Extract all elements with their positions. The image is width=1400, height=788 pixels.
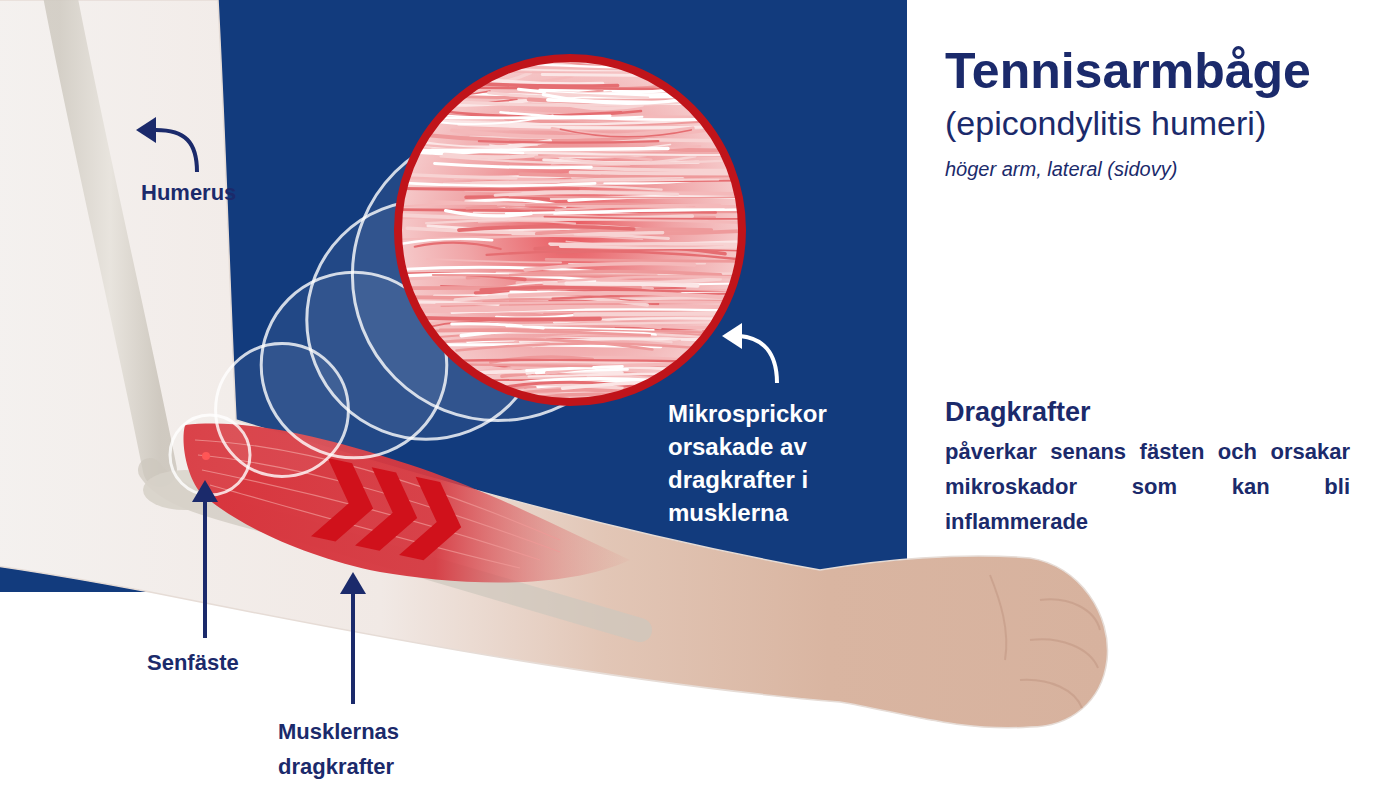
tendon-fiber — [550, 239, 790, 245]
tendon-fiber — [392, 149, 668, 152]
tendon-fiber — [468, 365, 592, 366]
tendon-fiber — [542, 75, 866, 76]
tendon-fiber — [536, 156, 652, 160]
tendon-fiber — [575, 313, 849, 315]
tendon-fiber — [559, 276, 838, 284]
tendon-fiber — [427, 259, 561, 263]
tendon-fiber — [395, 174, 516, 178]
tendon-fiber — [402, 189, 578, 190]
tendon-fiber — [506, 326, 654, 330]
tendon-fiber — [455, 360, 769, 364]
microcrack-arrow — [722, 323, 777, 383]
tendon-fiber — [566, 283, 697, 285]
tendon-fiber — [381, 235, 573, 240]
tendon-fiber — [560, 129, 691, 137]
tendon-fiber — [546, 259, 857, 262]
fist-fingers — [990, 575, 1100, 708]
arrow-head — [192, 480, 218, 502]
tendon-fiber — [484, 47, 586, 55]
muscle-arrow — [340, 572, 366, 704]
tendon-fiber — [479, 141, 658, 143]
tendon-fiber — [557, 250, 861, 259]
tendon-fiber — [523, 321, 850, 325]
arrow-head — [136, 117, 156, 143]
part-label: Humerus — [141, 180, 236, 206]
arrow-head — [722, 323, 742, 349]
tendon-fiber — [402, 203, 524, 206]
tendon-fiber — [388, 182, 595, 186]
tendon-fiber — [487, 251, 737, 259]
arrow-shaft — [203, 500, 207, 638]
humerus-bone — [60, 0, 160, 470]
zoom-circle — [398, 58, 742, 402]
tendon-fiber — [527, 366, 623, 370]
diagram-title: Tennisarmbåge — [945, 42, 1311, 100]
tendon-fiber — [446, 211, 532, 216]
part-label: Musklernas dragkrafter — [278, 714, 448, 784]
note-body: påverkar senans fästen och orsakar mikro… — [945, 434, 1350, 539]
tendon-fiber — [407, 55, 539, 63]
arm-skin — [0, 0, 1108, 728]
note-heading: Dragkrafter — [945, 396, 1091, 428]
zoom-background — [398, 58, 742, 402]
tendon-fiber — [397, 116, 610, 118]
tendon-fiber — [525, 263, 694, 269]
tendon-fiber — [498, 49, 731, 57]
arrow-shaft — [156, 130, 197, 172]
tendon-fiber — [570, 172, 741, 174]
tendon-fiber — [393, 54, 495, 60]
tendon-arrow — [192, 480, 218, 638]
pull-chevrons — [311, 458, 469, 566]
tendon-fiber — [475, 51, 683, 52]
arrow-head — [340, 572, 366, 594]
tendon-fiber — [510, 293, 747, 299]
tendon-fibers — [381, 47, 898, 409]
tendon-fiber — [520, 173, 848, 177]
tendon-fiber — [469, 83, 618, 86]
tendon-fiber — [436, 302, 760, 305]
callout-label: Mikrosprickor orsakade av dragkrafter i … — [668, 397, 898, 529]
tendon-fiber — [551, 244, 781, 245]
arrow-shaft — [740, 336, 777, 383]
tendon-fiber — [495, 193, 678, 196]
tendon-fiber — [384, 50, 510, 55]
tendon-fiber — [452, 128, 693, 137]
view-note: höger arm, lateral (sidovy) — [945, 157, 1177, 181]
tendon-fiber — [554, 209, 879, 213]
tendon-fiber — [509, 196, 785, 198]
tendon-fiber — [552, 166, 834, 170]
arrow-shaft — [351, 592, 355, 704]
tendon-fiber — [415, 243, 501, 249]
tendon-fiber — [514, 67, 828, 70]
tendon-fiber — [525, 153, 824, 155]
tendon-fiber — [544, 217, 794, 219]
tendon-fiber — [421, 318, 600, 320]
part-label: Senfäste — [147, 650, 239, 676]
humerus-arrow — [136, 117, 197, 172]
tendon-fiber — [563, 381, 856, 390]
subtitle: (epicondylitis humeri) — [945, 103, 1266, 144]
tendon-fiber — [479, 221, 575, 223]
tendon-fiber — [441, 156, 722, 163]
tendon-fiber — [459, 227, 634, 230]
